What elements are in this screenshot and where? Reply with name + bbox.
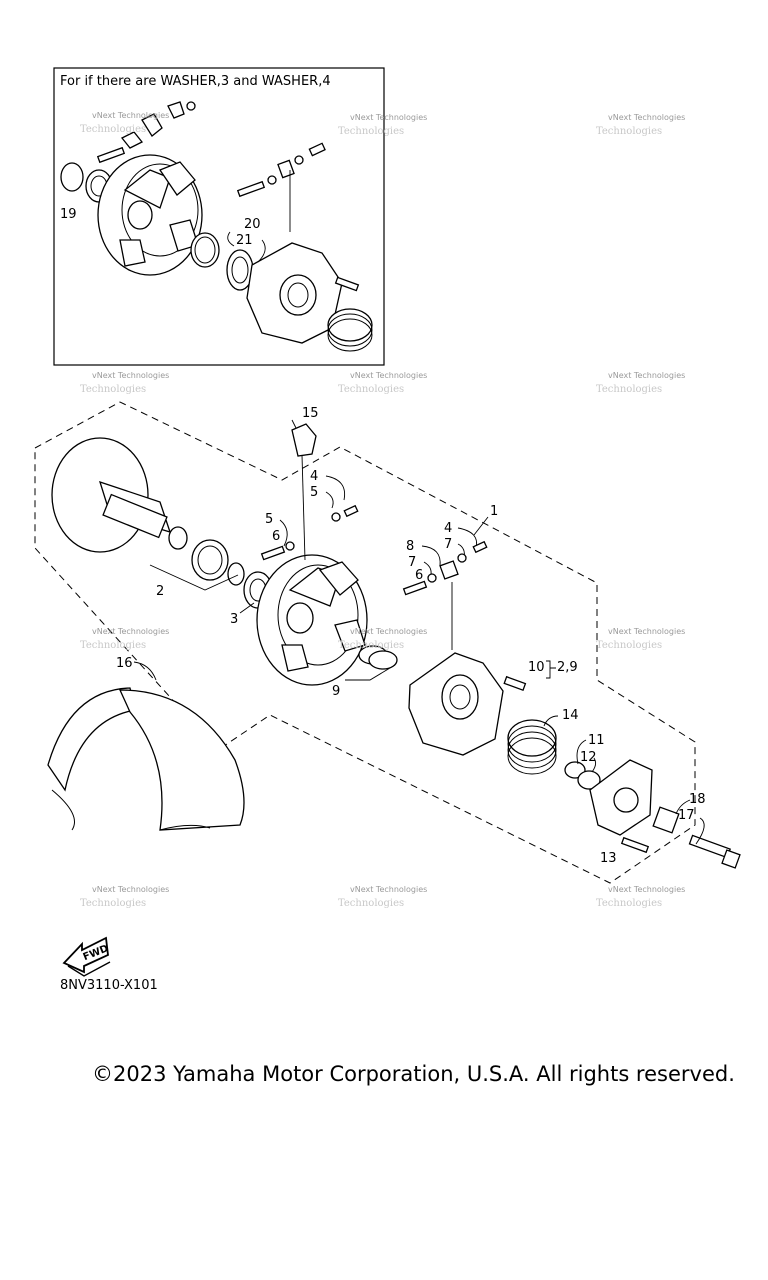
svg-text:vNext Technologies: vNext Technologies (608, 627, 685, 636)
svg-text:Technologies: Technologies (80, 640, 146, 651)
callout-12: 12 (580, 750, 597, 765)
callout-8: 8 (406, 539, 414, 554)
callout-5a: 5 (310, 485, 318, 500)
svg-text:vNext Technologies: vNext Technologies (92, 885, 169, 894)
bolt-17 (688, 834, 741, 869)
svg-text:vNext Technologies: vNext Technologies (92, 627, 169, 636)
spring-seat-plate (589, 759, 653, 836)
inset-title: For if there are WASHER,3 and WASHER,4 (60, 74, 331, 89)
svg-text:vNext Technologies: vNext Technologies (608, 113, 685, 122)
diagram-code: 8NV3110-X101 (60, 978, 158, 993)
svg-text:vNext Technologies: vNext Technologies (350, 627, 427, 636)
callout-4a: 4 (310, 469, 318, 484)
callout-11: 11 (588, 733, 605, 748)
inset-sliding-sheave (97, 154, 203, 276)
fixed-sheave (51, 437, 172, 553)
svg-text:vNext Technologies: vNext Technologies (92, 371, 169, 380)
seal-ring (60, 162, 84, 192)
callout-13: 13 (600, 851, 617, 866)
callout-4b: 4 (444, 521, 452, 536)
svg-text:Technologies: Technologies (338, 384, 404, 395)
svg-text:Technologies: Technologies (80, 124, 146, 135)
callout-19: 19 (60, 207, 77, 222)
svg-text:vNext Technologies: vNext Technologies (608, 371, 685, 380)
callout-7: 7 (444, 537, 452, 552)
callout-1: 1 (490, 504, 498, 519)
fwd-arrow-icon: FWD (62, 936, 111, 977)
svg-text:vNext Technologies: vNext Technologies (92, 111, 169, 120)
copyright-notice: ©2023 Yamaha Motor Corporation, U.S.A. A… (92, 1062, 735, 1086)
svg-text:Technologies: Technologies (596, 126, 662, 137)
callout-5b: 5 (265, 512, 273, 527)
callout-17: 17 (678, 808, 695, 823)
svg-text:Technologies: Technologies (80, 898, 146, 909)
callout-6b: 6 (415, 568, 423, 583)
callout-21: 21 (236, 233, 253, 248)
callout-3: 3 (230, 612, 238, 627)
svg-text:Technologies: Technologies (338, 898, 404, 909)
svg-text:Technologies: Technologies (338, 640, 404, 651)
svg-text:Technologies: Technologies (596, 384, 662, 395)
callout-7b: 7 (408, 555, 416, 570)
svg-text:Technologies: Technologies (80, 384, 146, 395)
callout-10-ref: 2,9 (557, 660, 578, 675)
svg-text:Technologies: Technologies (338, 126, 404, 137)
callout-14: 14 (562, 708, 579, 723)
callout-15: 15 (302, 406, 319, 421)
callout-16: 16 (116, 656, 133, 671)
callout-10: 10 (528, 660, 545, 675)
sliding-sheave (256, 554, 368, 686)
bushing (168, 526, 245, 586)
callout-18: 18 (689, 792, 706, 807)
svg-text:vNext Technologies: vNext Technologies (608, 885, 685, 894)
svg-text:vNext Technologies: vNext Technologies (350, 371, 427, 380)
inset-panel: For if there are WASHER,3 and WASHER,4 (53, 67, 385, 366)
svg-text:Technologies: Technologies (596, 898, 662, 909)
callout-20: 20 (244, 217, 261, 232)
svg-text:Technologies: Technologies (596, 640, 662, 651)
spring-14 (507, 719, 557, 775)
drive-belt (47, 687, 245, 831)
svg-text:vNext Technologies: vNext Technologies (350, 885, 427, 894)
callout-9: 9 (332, 684, 340, 699)
cam-plate (408, 652, 504, 756)
inset-spring (327, 308, 373, 352)
assembly-outline (34, 401, 696, 884)
callout-2: 2 (156, 584, 164, 599)
slider-15 (291, 423, 317, 457)
callout-6a: 6 (272, 529, 280, 544)
svg-text:vNext Technologies: vNext Technologies (350, 113, 427, 122)
